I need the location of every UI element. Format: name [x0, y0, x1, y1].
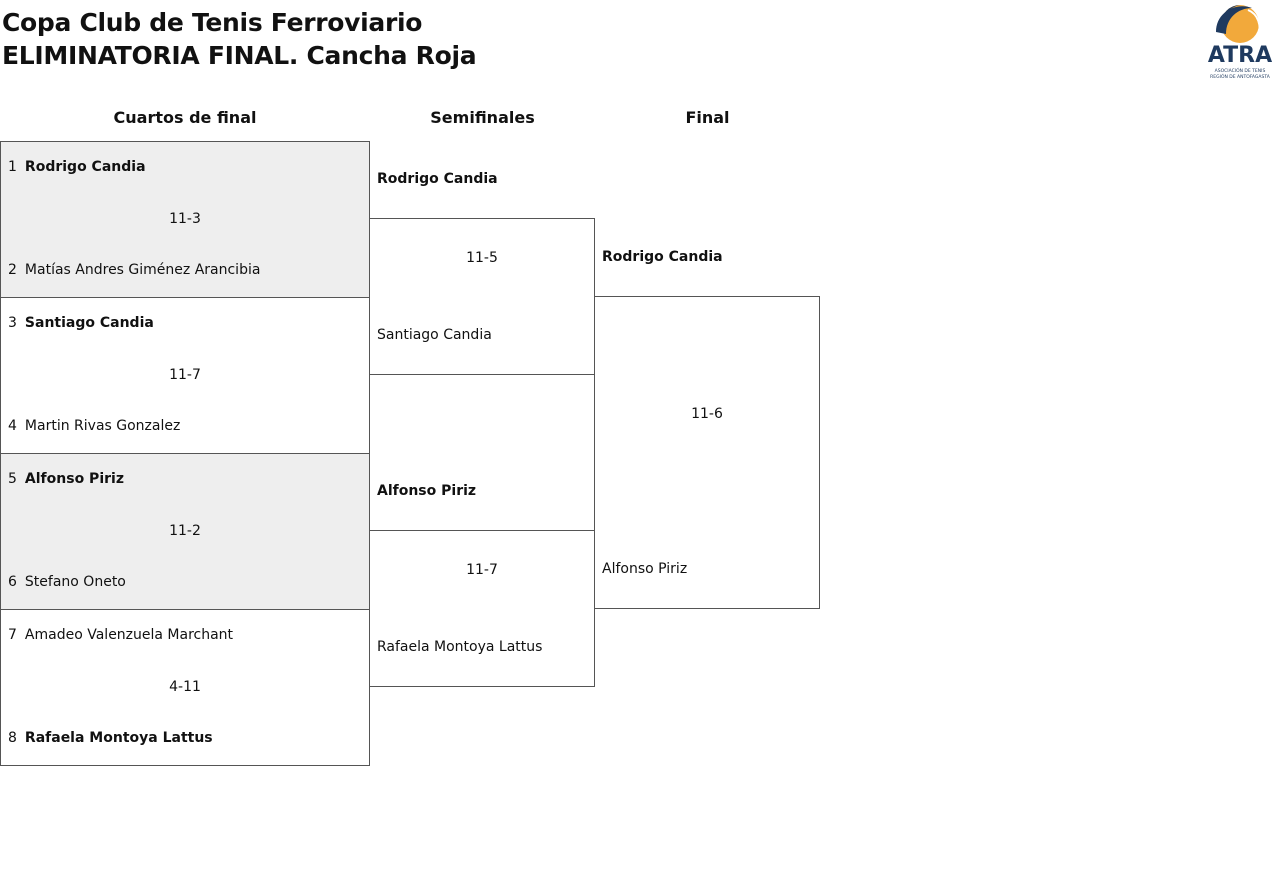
round-heading-quarterfinals: Cuartos de final — [113, 108, 257, 127]
page-title: Copa Club de Tenis Ferroviario — [2, 8, 423, 37]
qf2-bottom-player: 4 Martin Rivas Gonzalez — [8, 418, 180, 434]
final-top-player: Rodrigo Candia — [602, 249, 723, 265]
player-name: Matías Andres Giménez Arancibia — [24, 262, 261, 278]
seed-number: 5 — [8, 471, 17, 487]
svg-text:REGIÓN DE ANTOFAGASTA: REGIÓN DE ANTOFAGASTA — [1210, 73, 1271, 80]
player-name: Santiago Candia — [24, 315, 154, 331]
qf1-bottom-player: 2 Matías Andres Giménez Arancibia — [8, 262, 260, 278]
sf2-top-player: Alfonso Piriz — [377, 483, 477, 499]
qf1-top-player: 1 Rodrigo Candia — [8, 159, 146, 175]
sf1-score: 11-5 — [466, 250, 498, 266]
seed-number: 2 — [8, 262, 17, 278]
qf3-top-player: 5 Alfonso Piriz — [8, 471, 124, 487]
quarterfinal-match-4: 7 Amadeo Valenzuela Marchant 4-11 8 Rafael… — [0, 609, 370, 766]
final-bottom-player: Alfonso Piriz — [602, 561, 688, 577]
svg-text:ASOCIACIÓN DE TENIS: ASOCIACIÓN DE TENIS — [1215, 67, 1266, 74]
quarterfinal-match-2: 3 Santiago Candia 11-7 4 Martin Rivas Gonz… — [0, 297, 370, 453]
qf3-score: 11-2 — [169, 523, 201, 539]
qf1-score: 11-3 — [169, 211, 201, 227]
seed-number: 3 — [8, 315, 17, 331]
qf2-top-player: 3 Santiago Candia — [8, 315, 154, 331]
atra-logo: ATRA ASOCIACIÓN DE TENIS REGIÓN DE ANTOF… — [1202, 2, 1278, 82]
semifinal-match-1: 11-5 Santiago Candia — [369, 218, 595, 375]
qf4-top-player: 7 Amadeo Valenzuela Marchant — [8, 627, 233, 643]
page-subtitle: ELIMINATORIA FINAL. Cancha Roja — [2, 41, 477, 70]
player-name: Rodrigo Candia — [24, 159, 146, 175]
final-score: 11-6 — [691, 406, 723, 422]
round-heading-final: Final — [685, 108, 730, 127]
tennis-ball-logo-icon: ATRA ASOCIACIÓN DE TENIS REGIÓN DE ANTOF… — [1208, 5, 1272, 80]
quarterfinal-match-3: 5 Alfonso Piriz 11-2 6 Stefano Oneto — [0, 453, 370, 609]
player-name: Stefano Oneto — [24, 574, 126, 590]
svg-text:ATRA: ATRA — [1208, 43, 1272, 68]
player-name: Martin Rivas Gonzalez — [24, 418, 181, 434]
seed-number: 1 — [8, 159, 17, 175]
sf2-score: 11-7 — [466, 562, 498, 578]
seed-number: 8 — [8, 730, 17, 746]
final-match: 11-6 Alfonso Piriz — [594, 296, 820, 609]
qf4-bottom-player: 8 Rafaela Montoya Lattus — [8, 730, 213, 746]
player-name: Alfonso Piriz — [24, 471, 124, 487]
seed-number: 4 — [8, 418, 17, 434]
qf2-score: 11-7 — [169, 367, 201, 383]
qf3-bottom-player: 6 Stefano Oneto — [8, 574, 126, 590]
sf2-bottom-player: Rafaela Montoya Lattus — [377, 639, 543, 655]
round-heading-semifinals: Semifinales — [430, 108, 535, 127]
seed-number: 6 — [8, 574, 17, 590]
sf1-bottom-player: Santiago Candia — [377, 327, 492, 343]
qf4-score: 4-11 — [169, 679, 201, 695]
seed-number: 7 — [8, 627, 17, 643]
semifinal-match-2: 11-7 Rafaela Montoya Lattus — [369, 530, 595, 687]
sf1-top-player: Rodrigo Candia — [377, 171, 498, 187]
player-name: Rafaela Montoya Lattus — [24, 730, 213, 746]
player-name: Amadeo Valenzuela Marchant — [24, 627, 234, 643]
quarterfinal-match-1: 1 Rodrigo Candia 11-3 2 Matías Andres Gimé… — [0, 141, 370, 297]
